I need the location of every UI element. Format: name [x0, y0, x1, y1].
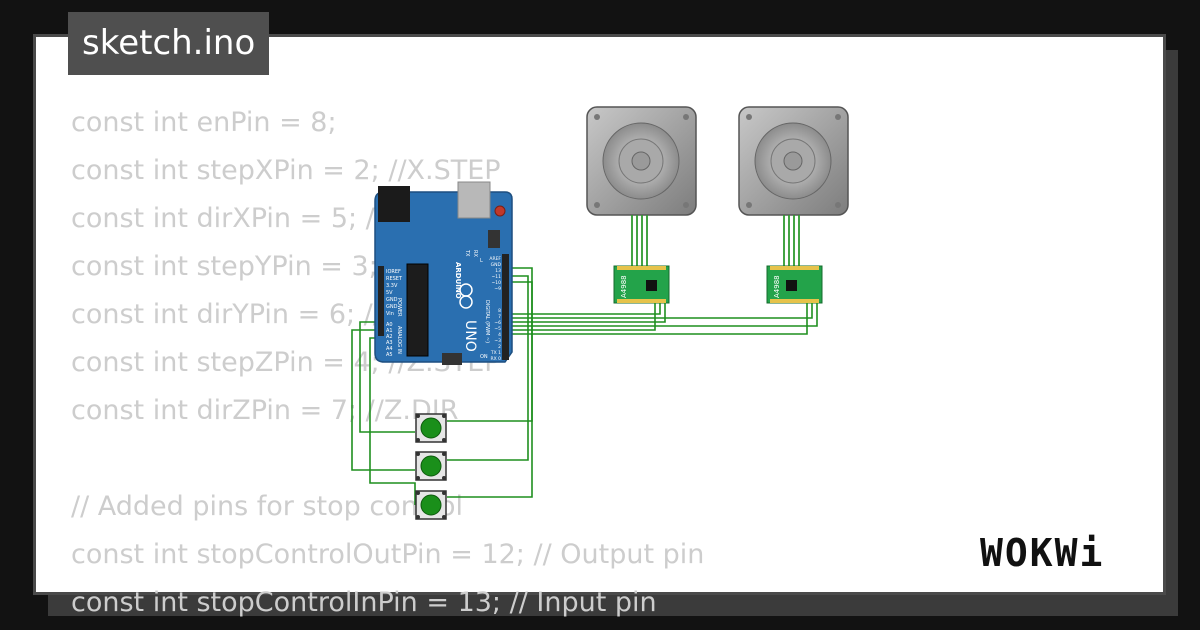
- wires: [351, 267, 818, 505]
- pushbutton-1[interactable]: [415, 413, 447, 443]
- pushbutton-2[interactable]: [415, 451, 447, 481]
- board-model: UNO: [462, 320, 478, 352]
- pin-label: A5: [386, 352, 393, 358]
- pin-label: A1: [386, 328, 393, 334]
- pin-label: ~9: [494, 286, 501, 292]
- pin-label: A2: [386, 334, 393, 340]
- board-brand: ARDUINO: [454, 262, 462, 299]
- pin-label: GND: [386, 304, 398, 310]
- pin-label: RESET: [386, 276, 403, 282]
- code-listing: const int enPin = 8; const int stepXPin …: [71, 99, 704, 627]
- pin-label: 5V: [386, 290, 393, 296]
- pin-label: ~6: [494, 320, 501, 326]
- driver-label: A4988: [620, 275, 628, 298]
- a4988-driver-2[interactable]: A4988: [766, 265, 823, 304]
- motor-leads: [631, 215, 800, 266]
- reset-button[interactable]: [494, 205, 506, 217]
- pin-label: 7: [498, 314, 501, 320]
- rx-label: RX: [472, 250, 478, 257]
- wokwi-logo: WOKWi: [980, 531, 1104, 575]
- a4988-driver-1[interactable]: A4988: [613, 265, 670, 304]
- pushbutton-3[interactable]: [415, 490, 447, 520]
- pin-label: TX 1: [490, 350, 501, 356]
- svg-text:WOKWi: WOKWi: [980, 531, 1104, 575]
- driver-label: A4988: [773, 275, 781, 298]
- digital-label: DIGITAL (PWM ~): [484, 300, 490, 343]
- file-tab[interactable]: sketch.ino: [68, 12, 270, 75]
- pin-label: A0: [386, 322, 393, 328]
- pin-label: ~10: [492, 280, 502, 286]
- pin-label: RX 0: [490, 356, 501, 362]
- pin-label: 8: [498, 308, 501, 314]
- pin-label: 4: [498, 332, 501, 338]
- code-line: const int dirZPin = 7; //Z.DIR: [71, 395, 459, 426]
- stepper-motor-1[interactable]: [586, 106, 697, 216]
- atmega-chip: [406, 263, 429, 357]
- pin-label: 2: [498, 344, 501, 350]
- usb-port: [457, 181, 491, 219]
- code-line: const int enPin = 8;: [71, 107, 337, 138]
- pin-label: A3: [386, 340, 393, 346]
- code-line: const int stopControlInPin = 13; // Inpu…: [71, 587, 657, 618]
- tx-label: TX: [464, 249, 470, 257]
- power-label: POWER: [396, 298, 402, 317]
- pin-label: ~11: [492, 274, 502, 280]
- pin-label: ~5: [494, 326, 501, 332]
- arduino-uno-board[interactable]: ARDUINO UNO DIGITAL (PWM ~) ANALOG IN PO…: [374, 181, 513, 365]
- pin-label: AREF: [489, 256, 501, 262]
- power-jack: [378, 186, 410, 222]
- on-label: ON: [480, 354, 488, 360]
- pin-label: A4: [386, 346, 393, 352]
- code-line: // Added pins for stop control: [71, 491, 463, 522]
- code-line: const int stopControlOutPin = 12; // Out…: [71, 539, 705, 570]
- pin-label: GND: [491, 262, 502, 268]
- pin-label: 3.3V: [386, 283, 398, 289]
- pin-label: Vin: [386, 311, 394, 317]
- analog-label: ANALOG IN: [396, 326, 402, 354]
- pin-label: GND: [386, 297, 398, 303]
- pin-label: 13: [495, 268, 501, 274]
- code-line: const int stepXPin = 2; //X.STEP: [71, 155, 501, 186]
- l-label: L: [480, 258, 483, 264]
- pin-label: ~3: [494, 338, 501, 344]
- stepper-motor-2[interactable]: [738, 106, 849, 216]
- pin-label: IOREF: [386, 269, 401, 275]
